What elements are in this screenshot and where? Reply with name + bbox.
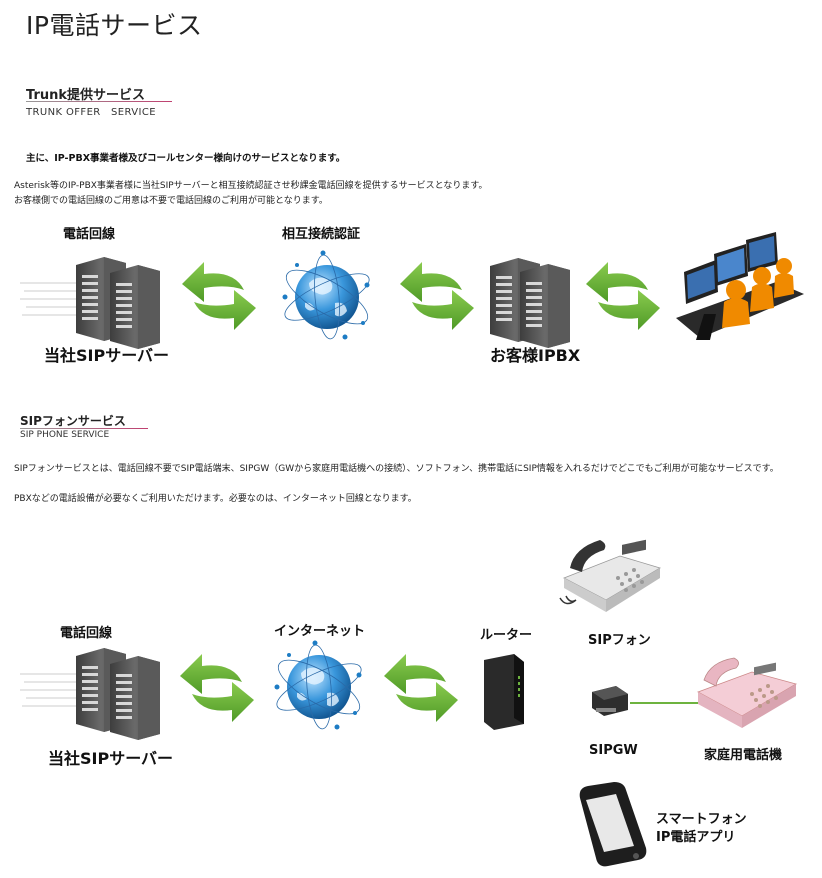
- call-center-icon: [676, 232, 804, 340]
- sip-phone-icon: [559, 539, 661, 612]
- customer-ipbx-label: お客様IPBX: [490, 346, 581, 365]
- smartphone-icon: [579, 782, 647, 867]
- sipgw-connection-line: [630, 702, 704, 704]
- swap-arrows-icon: [586, 262, 660, 330]
- trunk-phone-line-label: 電話回線: [63, 227, 116, 242]
- trunk-subheading: TRUNK OFFER SERVICE: [26, 107, 156, 118]
- sipgw-label: SIPGW: [589, 743, 638, 758]
- trunk-paragraph-1: Asterisk等のIP-PBX事業者様に当社SIPサーバーと相互接続認証させ秒…: [14, 181, 488, 191]
- page-title: IP電話サービス: [26, 11, 203, 40]
- swap-arrows-icon: [182, 262, 256, 330]
- sip-heading-underline: [20, 428, 148, 429]
- sip-paragraph-2: PBXなどの電話設備が必要なくご利用いただけます。必要なのは、インターネット回線…: [14, 494, 417, 504]
- trunk-heading: Trunk提供サービス: [26, 88, 146, 103]
- internet-label: インターネット: [274, 624, 366, 639]
- sip-server-label: 当社SIPサーバー: [48, 749, 174, 768]
- sip-heading: SIPフォンサービス: [20, 414, 126, 428]
- ip-phone-app-label: IP電話アプリ: [656, 830, 736, 845]
- sip-paragraph-1: SIPフォンサービスとは、電話回線不要でSIP電話端末、SIPGW（GWから家庭…: [14, 464, 779, 474]
- trunk-lead: 主に、IP-PBX事業者様及びコールセンター様向けのサービスとなります。: [26, 153, 346, 164]
- trunk-server-label: 当社SIPサーバー: [44, 346, 170, 365]
- trunk-heading-underline: [26, 101, 172, 102]
- sip-subheading: SIP PHONE SERVICE: [20, 430, 110, 440]
- swap-arrows-icon: [400, 262, 474, 330]
- smartphone-label: スマートフォン: [656, 812, 747, 827]
- home-phone-label: 家庭用電話機: [704, 748, 783, 763]
- swap-arrows-icon: [180, 654, 254, 722]
- trunk-paragraph-2: お客様側での電話回線のご用意は不要で電話回線のご利用が可能となります。: [14, 196, 328, 206]
- sip-server-icon: [20, 648, 160, 740]
- router-icon: [484, 654, 524, 730]
- home-phone-icon: [697, 657, 798, 728]
- sip-phone-line-label: 電話回線: [60, 626, 113, 641]
- trunk-server-icon: [20, 257, 160, 349]
- sip-phone-label: SIPフォン: [588, 633, 651, 648]
- customer-ipbx-icon: [490, 258, 570, 348]
- sipgw-icon: [592, 686, 628, 716]
- router-label: ルーター: [480, 628, 533, 643]
- swap-arrows-icon: [384, 654, 458, 722]
- globe-icon: [278, 250, 376, 341]
- trunk-auth-label: 相互接続認証: [282, 227, 361, 242]
- globe-icon: [270, 640, 368, 731]
